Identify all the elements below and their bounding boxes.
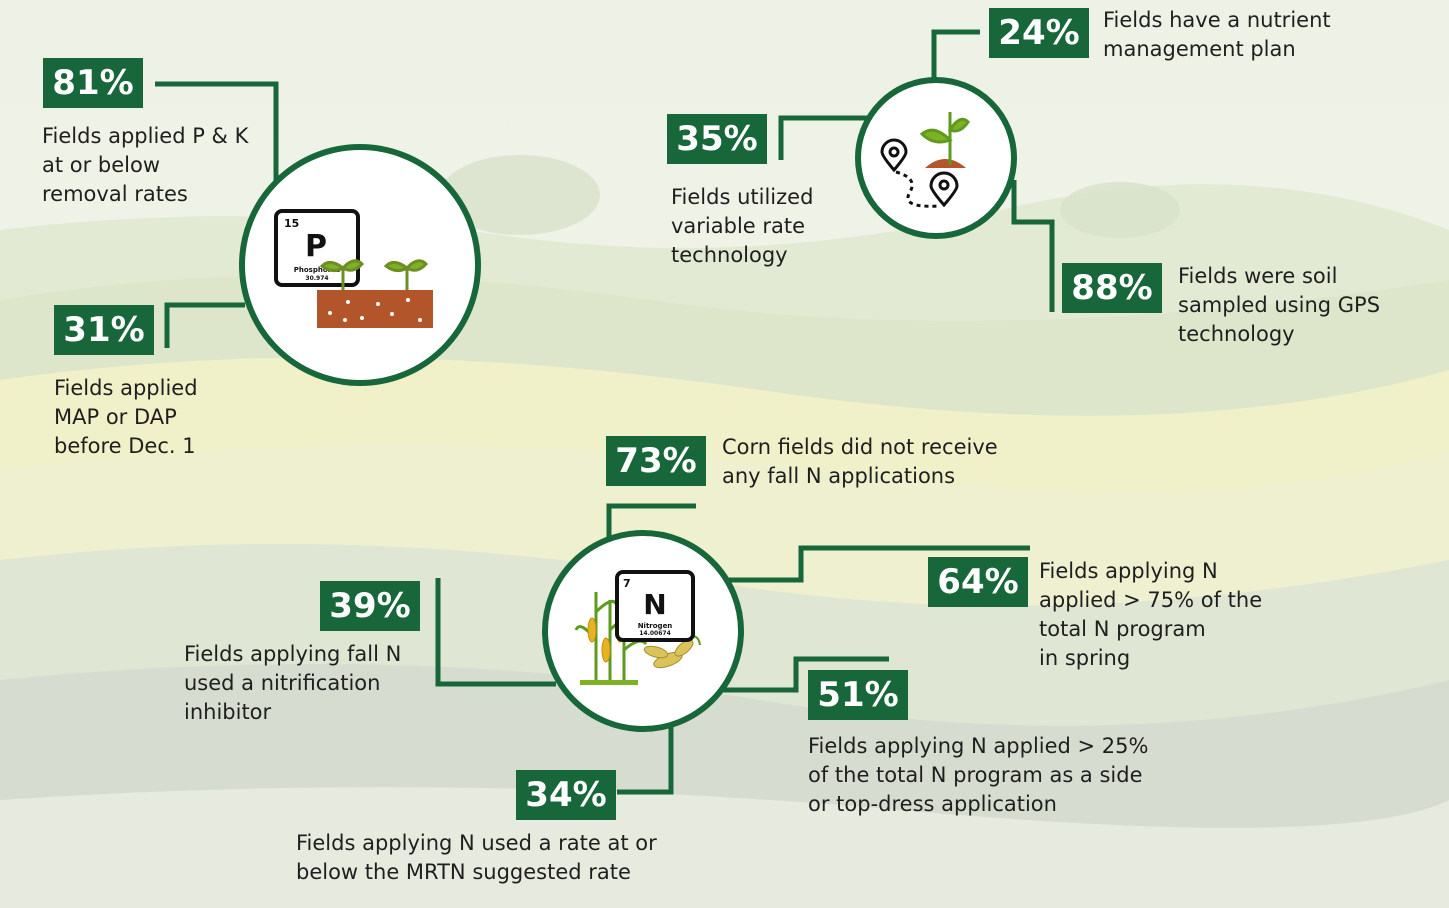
stat-badge-51: 51%: [808, 670, 908, 720]
nitrogen-tile-text: 7: [623, 577, 631, 590]
connector-line: [155, 81, 279, 190]
stat-badge-31: 31%: [54, 305, 154, 355]
connector-line: [728, 545, 1030, 583]
connector-line: [617, 718, 674, 795]
stat-badge-64: 64%: [928, 557, 1028, 607]
connector-line: [606, 503, 696, 548]
stat-badge-88: 88%: [1062, 263, 1162, 313]
stat-label-73: Corn fields did not receive any fall N a…: [722, 435, 998, 488]
connector-line: [435, 578, 556, 687]
phosphorus-tile-text: P: [305, 229, 327, 264]
stat-label-51: Fields applying N applied > 25% of the t…: [808, 734, 1149, 816]
stat-label-35: Fields utilized variable rate technology: [671, 185, 814, 267]
connector-line: [164, 302, 245, 348]
stat-label-64: Fields applying N applied > 75% of the t…: [1039, 559, 1263, 670]
stat-label-34: Fields applying N used a rate at or belo…: [296, 831, 657, 884]
stat-badge-35: 35%: [667, 114, 767, 164]
nitrogen-tile-text: Nitrogen: [638, 622, 673, 630]
connector-line: [1011, 180, 1055, 312]
phosphorus-soil-sprout-icon: 15 P Phosphorus 30.974: [239, 144, 481, 386]
nitrogen-tile-text: 14.00674: [639, 630, 671, 637]
stat-label-81: Fields applied P & K at or below removal…: [42, 124, 249, 206]
phosphorus-tile-text: Phosphorus: [294, 266, 341, 274]
stat-label-39: Fields applying fall N used a nitrificat…: [184, 642, 402, 724]
stat-label-24: Fields have a nutrient management plan: [1103, 8, 1331, 61]
phosphorus-tile-text: 15: [284, 217, 299, 230]
connector-line: [931, 29, 980, 83]
stat-label-88: Fields were soil sampled using GPS techn…: [1178, 264, 1381, 346]
stat-badge-39: 39%: [320, 581, 420, 631]
stat-badge-34: 34%: [516, 770, 616, 820]
stat-label-31: Fields applied MAP or DAP before Dec. 1: [54, 376, 198, 458]
stat-badge-24: 24%: [989, 8, 1089, 58]
connector-line: [720, 656, 889, 693]
connector-line: [778, 115, 868, 160]
stat-badge-81: 81%: [43, 58, 143, 108]
nitrogen-corn-soybean-icon: 7 N Nitrogen 14.00674: [542, 530, 744, 732]
nitrogen-tile-text: N: [643, 588, 666, 621]
stat-badge-73: 73%: [606, 436, 706, 486]
phosphorus-tile-text: 30.974: [305, 275, 328, 282]
gps-pin-sprout-icon: [855, 77, 1017, 239]
